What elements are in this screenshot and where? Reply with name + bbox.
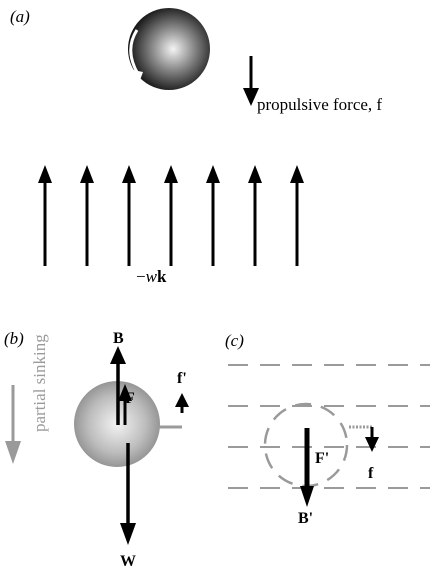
reaction-arrow-f-prime (175, 393, 189, 413)
panel-b: (b) partial sinking B F f' W (4, 329, 189, 568)
panel-c-label: (c) (225, 331, 244, 350)
flow-arrow (122, 165, 136, 266)
rotation-arrowhead-icon (133, 70, 143, 83)
propulsive-arrow-f (365, 427, 379, 452)
panel-a-label: (a) (10, 7, 30, 26)
buoyancy-arrow-B (110, 346, 126, 425)
panel-b-label: (b) (4, 329, 24, 348)
flow-velocity-label: −wk (136, 267, 167, 286)
label-f: f (368, 465, 374, 482)
panel-a: (a) propulsive force, f −wk (10, 7, 382, 286)
label-F-prime: F' (315, 450, 329, 467)
weight-arrow-W (120, 443, 136, 545)
drag-arrow-F-prime (300, 428, 314, 507)
label-W: W (120, 553, 136, 568)
cell-sphere (128, 8, 210, 90)
flow-arrow (80, 165, 94, 266)
upward-flow-arrows (38, 165, 304, 266)
label-B-prime: B' (298, 510, 313, 527)
flow-arrow (38, 165, 52, 266)
label-F: F (125, 390, 135, 407)
partial-sinking-arrow (5, 385, 21, 464)
flow-arrow (206, 165, 220, 266)
flow-arrow (290, 165, 304, 266)
flow-arrow (248, 165, 262, 266)
panel-c: (c) F' f B' (225, 331, 430, 527)
propulsive-force-label: propulsive force, f (257, 95, 382, 114)
partial-sinking-label: partial sinking (30, 334, 49, 432)
label-f-prime: f' (177, 370, 187, 387)
rotating-cell-sphere (128, 8, 210, 90)
propulsive-force-arrow (243, 56, 259, 106)
label-B: B (113, 330, 124, 347)
flow-arrow (164, 165, 178, 266)
streamline-dashed-lines (228, 364, 430, 489)
drag-arrow-F (118, 384, 132, 425)
rotation-arc-icon (129, 29, 140, 75)
